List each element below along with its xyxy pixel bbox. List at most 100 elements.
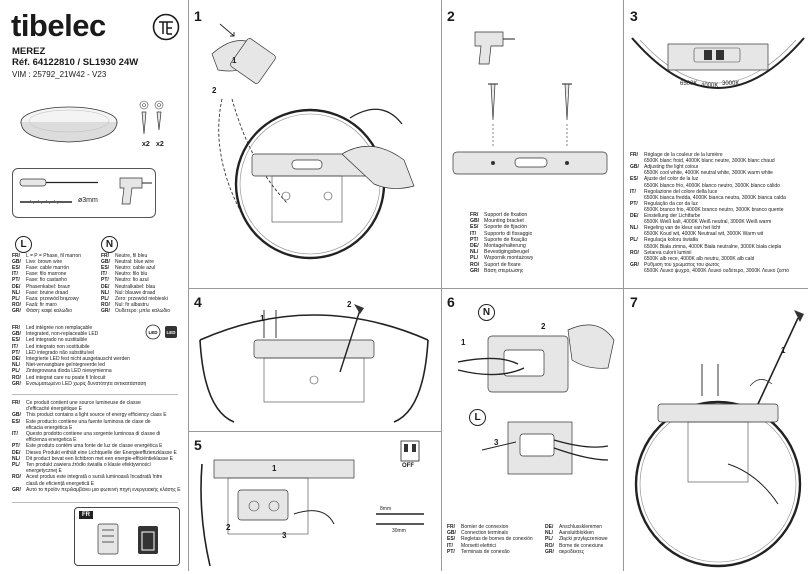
step-4-callout-1: 1 [260,314,265,323]
recycling-badge: FR [79,511,93,519]
energy-notice-row: FR/Ce produit contient une source lumine… [12,400,141,406]
bracket-row-code: IT/ [470,230,477,237]
bracket-row-text: Supporto di fissaggio [484,230,533,237]
led-notice-row-text: LED integrado não substituível [26,349,95,356]
energy-notice-row: IT/Questo prodotto contiene una sorgente… [12,431,160,437]
terminal-row: DE/Anschlussklemmen [545,524,602,530]
step-6-callout-3: 3 [494,438,499,447]
terminal-row: PT/Terminais de conexão [447,549,510,555]
brand-name: tibelec [11,8,106,43]
color-temp-row: DE/Einstellung der Lichtfarbe [630,213,700,219]
led-notice-row-text: Zintegrowana dioda LED niewymienna [26,368,112,375]
divider-col1 [188,0,189,571]
step-2-illustration [452,31,608,175]
drill-bit-size: ø3mm [78,197,98,204]
led-notice-row-code: RO/ [12,374,21,381]
divider-col2 [441,0,442,571]
bracket-row-code: RO/ [470,261,480,268]
led-notice-row: NL/Niet-vervangbare geïntegreerde led [12,362,105,368]
bracket-row: DE/Montagehalterung [470,243,526,249]
energy-notice-row-code: ES/ [12,418,21,425]
energy-notice-row-code: IT/ [12,431,18,437]
neutral-wire-row-code: GB/ [101,259,110,266]
bracket-row-text: Wspornik montażowy [484,255,534,262]
led-notice-row-code: PT/ [12,349,20,356]
neutral-wire-row-code: GR/ [101,307,110,314]
bracket-row-code: FR/ [470,212,479,218]
energy-notice-row: energetycznej E [12,468,62,474]
neutral-wire-row-text: Nul: fir albastru [115,301,149,308]
led-notice-row: PL/Zintegrowana dioda LED niewymienna [12,368,112,374]
drill-bit-icon [20,199,72,205]
energy-notice-row-text: energetycznej E [26,468,62,475]
energy-notice-row-text: Dieses Produkt enthält eine Lichtquelle … [26,449,177,456]
color-temp-row-text: Regulação da cor da luz [644,200,698,207]
recycling-box [74,507,180,566]
live-badge: L [15,236,32,253]
recycling-icons [97,523,158,555]
energy-notice-row-text: Ten produkt zawiera źródło światła o kla… [26,462,151,468]
energy-notice-row: GB/This product contains a light source … [12,412,167,418]
energy-notice-row-code: GR/ [12,486,21,493]
neutral-wire-row-code: ES/ [101,265,110,272]
led-notice-row: GB/Integrated, non-replaceable LED [12,331,98,337]
bracket-row-text: Soporte de fijación [484,224,527,231]
color-temp-row-text: 6500K Weiß kalt, 4000K Weiß neutral, 300… [644,219,772,226]
color-temp-row: GB/Adjusting the light colour [630,164,698,170]
divider-col3 [623,0,624,571]
terminal-row-code: GB/ [447,530,456,537]
bracket-row-code: DE/ [470,243,479,249]
neutral-wire-row-text: Zero: przewód niebieski [115,295,168,302]
bracket-row: NL/Bevestigingsbeugel [470,249,529,255]
terminal-row-text: Borne de conexiune [559,542,604,549]
vim-code: VIM : 25792_21W42 - V23 [12,70,107,79]
color-temp-row-code: GR/ [630,261,639,268]
live-wire-row-code: RO/ [12,301,21,308]
step-3-illustration [631,37,805,89]
terminal-row-text: Złącki przyłączeniowe [559,536,608,543]
step-1-callout-2: 2 [212,86,217,95]
kelvin-label: 3000K [722,81,740,87]
live-wire-row: IT/Fase: filo marrone [12,271,66,277]
live-wire-row: RO/Fază: fir maro [12,302,57,308]
color-temp-row-text: Ajuste del color de la luz [644,176,699,183]
neutral-wire-row-text: Neutre, fil bleu [115,253,148,259]
energy-notice-row-text: Ce produit contient une source lumineuse… [26,400,141,406]
live-wire-row-text: Φάση: καφέ καλώδιο [26,307,73,314]
neutral-wire-row: IT/Neutro: filo blu [101,271,147,277]
live-wire-row-text: Fase: cable marrón [26,265,70,272]
color-temp-row-text: 6500K Λευκό ψυχρό, 4000K Λευκό ουδέτερο,… [644,267,790,274]
led-notice-row-text: Led integrado no sustituible [26,337,88,344]
led-notice-row-text: Integrierte LED fest nicht ausgetauscht … [26,356,130,362]
bracket-row-code: PT/ [470,236,479,243]
live-wire-row-code: FR/ [12,253,21,259]
neutral-wire-row-text: Neutro: filo blu [115,271,148,278]
live-wire-row-code: DE/ [12,283,21,290]
divider-row1 [188,288,808,289]
terminal-row-code: FR/ [447,524,456,530]
led-notice-row: PT/LED integrado não substituível [12,350,94,356]
live-wire-row-text: Fase: bruine draad [26,289,68,296]
breaker-switch-icon [400,440,420,462]
energy-notice-row-code: RO/ [12,474,21,481]
energy-notice-row: RO/Acest produs este integrată o sursă l… [12,474,162,480]
color-temp-row-code: IT/ [630,188,636,195]
led-notice-row-text: Led integrato non sostituibile [26,343,90,350]
color-temp-row: PT/Regulação da cor da luz [630,201,698,207]
energy-notice-row-text: eficacia energética E [26,424,73,431]
terminal-row: ES/Regletas de bornes de conexión [447,536,533,542]
live-wire-row: ES/Fase: cable marrón [12,265,69,271]
color-temp-row-text: Adjusting the light colour [644,164,699,171]
color-temp-row-text: Setarea culorii luminii [644,249,692,256]
color-temp-row-text: 6500K branco frio, 4000K branco neutro, … [644,206,784,213]
energy-notice-row-code: GB/ [12,412,21,419]
bracket-row: PL/Wspornik montażowy [470,255,533,261]
step-6-number: 6 [447,294,455,310]
terminal-row: PL/Złącki przyłączeniowe [545,536,608,542]
energy-notice-row-code: FR/ [12,400,21,406]
energy-notice-row-text: Este producto contiene una fuente lumino… [26,418,151,425]
live-wire-row-text: Fase: filo marrone [26,271,67,278]
step-6-callout-2: 2 [541,322,546,331]
bracket-row-text: Montagehalterung [484,243,526,249]
neutral-wire-row-code: DE/ [101,283,110,290]
